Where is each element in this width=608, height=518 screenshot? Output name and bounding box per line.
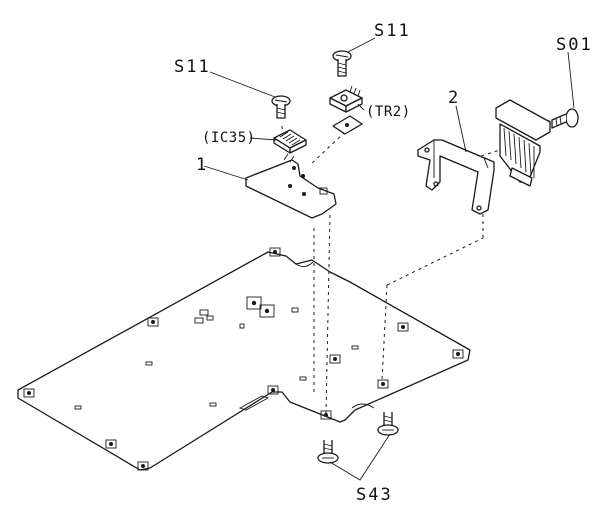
label-s43: S43 — [356, 485, 393, 505]
label-tr2: (TR2) — [366, 104, 411, 120]
part-2-bracket — [417, 139, 495, 215]
screw-s11-left — [271, 95, 291, 119]
connector-cable — [495, 99, 551, 187]
leader-lines — [203, 37, 575, 481]
label-s01: S01 — [556, 35, 593, 55]
labels: S11 S11 S01 (TR2) (IC35) 1 2 S43 — [174, 21, 593, 505]
screw-s43-left — [317, 440, 339, 464]
screw-s01 — [551, 108, 579, 129]
label-part-1: 1 — [196, 155, 208, 175]
board-pads — [74, 296, 359, 410]
screw-s11-top — [332, 50, 352, 77]
base-board — [17, 247, 471, 471]
label-part-2: 2 — [448, 88, 460, 108]
ic35-chip — [273, 129, 307, 163]
label-s11-top: S11 — [374, 21, 411, 41]
label-ic35: (IC35) — [202, 130, 256, 146]
tr2-transistor — [329, 85, 363, 135]
screw-s43-right — [377, 412, 399, 436]
part-1-small-pcb — [245, 159, 337, 219]
label-s11-left: S11 — [174, 57, 211, 77]
